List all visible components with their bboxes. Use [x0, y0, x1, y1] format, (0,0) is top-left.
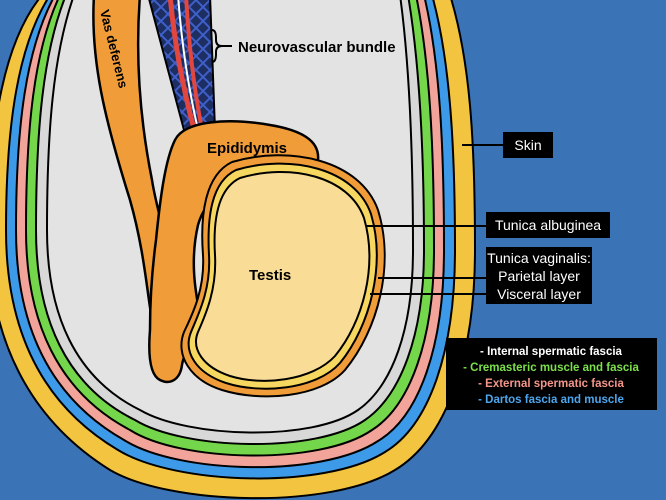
testis-label: Testis [249, 267, 291, 284]
visceral-layer-label: Visceral layer [497, 286, 581, 302]
legend-item-external-spermatic-fascia: - External spermatic fascia [478, 378, 624, 390]
legend-box [446, 338, 657, 410]
tunica-albuginea-label: Tunica albuginea [495, 217, 601, 233]
leader-lines [211, 29, 505, 295]
legend-item-internal-spermatic-fascia: - Internal spermatic fascia [480, 346, 622, 358]
tunica-vaginalis-label-box [486, 247, 592, 304]
testis [195, 171, 371, 382]
skin-label: Skin [514, 137, 541, 153]
tunica-vaginalis-title: Tunica vaginalis: [487, 250, 591, 266]
legend-item-dartos-fascia: - Dartos fascia and muscle [478, 394, 624, 406]
skin-label-box [503, 132, 553, 158]
neurovascular-bundle-label: Neurovascular bundle [238, 39, 396, 56]
epididymis-label: Epididymis [207, 140, 287, 157]
parietal-layer-label: Parietal layer [498, 268, 580, 284]
legend-item-cremasteric-muscle: - Cremasteric muscle and fascia [463, 362, 639, 374]
tunica-albuginea-label-box [486, 212, 610, 238]
